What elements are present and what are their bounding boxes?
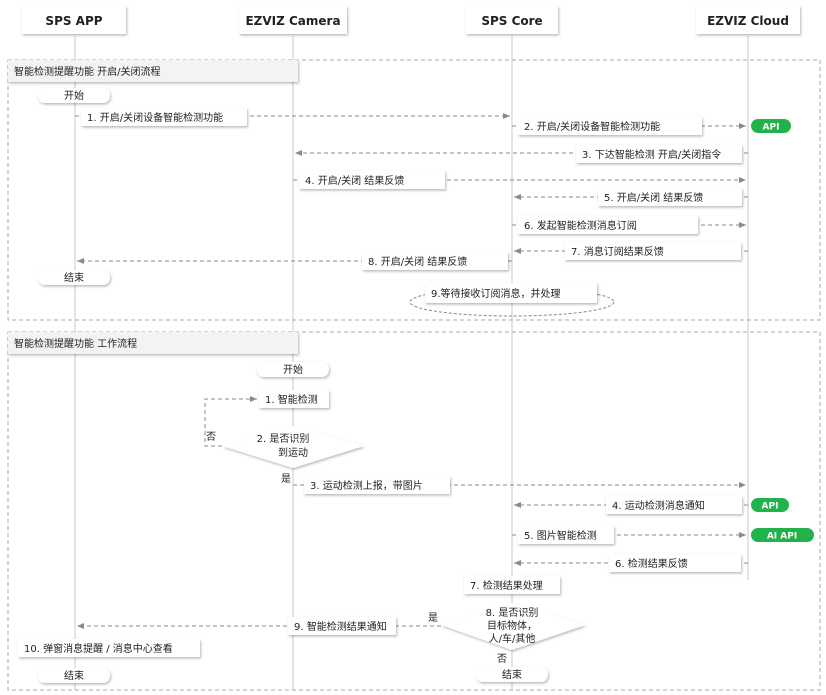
flow2-decision-motion: 2. 是否识别 到运动 xyxy=(222,426,364,468)
svg-text:开始: 开始 xyxy=(64,89,84,102)
flow2-yes-label: 是 xyxy=(281,473,291,485)
svg-text:目标物体，: 目标物体， xyxy=(487,619,537,632)
flow2-no-label: 否 xyxy=(206,431,216,443)
flow1-frame xyxy=(7,59,821,321)
flow1-wait-loop xyxy=(409,287,615,317)
flow2-step-5: 5. 图片智能检测 xyxy=(518,526,614,544)
participant-app: SPS APP xyxy=(22,6,126,34)
flow1-end: 结束 xyxy=(38,270,110,285)
flow2-no2-label: 否 xyxy=(497,653,507,665)
svg-text:6. 发起智能检测消息订阅: 6. 发起智能检测消息订阅 xyxy=(524,219,637,232)
svg-text:4. 运动检测消息通知: 4. 运动检测消息通知 xyxy=(612,499,705,512)
svg-text:结束: 结束 xyxy=(64,271,84,284)
flow1-title: 智能检测提醒功能 开启/关闭流程 xyxy=(8,60,298,82)
svg-text:API: API xyxy=(763,123,780,133)
svg-text:4. 开启/关闭 结果反馈: 4. 开启/关闭 结果反馈 xyxy=(305,174,404,187)
svg-text:7. 检测结果处理: 7. 检测结果处理 xyxy=(470,579,543,592)
flow1-step-5: 5. 开启/关闭 结果反馈 xyxy=(598,188,742,206)
svg-text:2. 是否识别: 2. 是否识别 xyxy=(257,433,310,445)
svg-text:9. 智能检测结果通知: 9. 智能检测结果通知 xyxy=(294,620,387,633)
svg-text:智能检测提醒功能 开启/关闭流程: 智能检测提醒功能 开启/关闭流程 xyxy=(14,65,161,78)
svg-text:7. 消息订阅结果反馈: 7. 消息订阅结果反馈 xyxy=(571,245,664,258)
flow2-end-core: 结束 xyxy=(476,667,548,682)
svg-text:EZVIZ Camera: EZVIZ Camera xyxy=(245,14,340,28)
flow2-end-app: 结束 xyxy=(38,668,110,683)
participant-camera: EZVIZ Camera xyxy=(239,6,347,34)
flow1-api-badge: API xyxy=(751,119,791,133)
svg-text:SPS Core: SPS Core xyxy=(481,14,542,28)
svg-text:EZVIZ Cloud: EZVIZ Cloud xyxy=(707,14,789,28)
flow2-step-9: 9. 智能检测结果通知 xyxy=(288,617,396,635)
participant-core: SPS Core xyxy=(466,6,558,34)
svg-text:5. 图片智能检测: 5. 图片智能检测 xyxy=(524,529,597,542)
flow2-start: 开始 xyxy=(257,362,329,377)
svg-text:智能检测提醒功能 工作流程: 智能检测提醒功能 工作流程 xyxy=(14,337,137,350)
svg-text:8. 开启/关闭 结果反馈: 8. 开启/关闭 结果反馈 xyxy=(368,255,467,268)
flow1-step-3: 3. 下达智能检测 开启/关闭指令 xyxy=(576,145,742,163)
svg-text:9.等待接收订阅消息，并处理: 9.等待接收订阅消息，并处理 xyxy=(431,287,561,300)
flow1-step-4: 4. 开启/关闭 结果反馈 xyxy=(299,171,445,189)
flow1-step-2: 2. 开启/关闭设备智能检测功能 xyxy=(518,117,702,135)
flow1-step-6: 6. 发起智能检测消息订阅 xyxy=(518,216,698,234)
svg-text:8. 是否识别: 8. 是否识别 xyxy=(486,607,539,619)
svg-text:3. 运动检测上报，带图片: 3. 运动检测上报，带图片 xyxy=(310,479,423,492)
svg-text:结束: 结束 xyxy=(502,668,522,681)
flow2-step-6: 6. 检测结果反馈 xyxy=(609,554,741,572)
svg-text:SPS APP: SPS APP xyxy=(45,14,102,28)
svg-text:2. 开启/关闭设备智能检测功能: 2. 开启/关闭设备智能检测功能 xyxy=(524,120,660,133)
svg-text:结束: 结束 xyxy=(64,669,84,682)
flow2-loop-no-arrow xyxy=(204,396,257,447)
flow2-step-3: 3. 运动检测上报，带图片 xyxy=(304,476,450,494)
svg-text:到运动: 到运动 xyxy=(278,447,308,459)
flow2-step-1: 1. 智能检测 xyxy=(259,390,329,408)
flow1-step-9: 9.等待接收订阅消息，并处理 xyxy=(425,283,597,303)
flow1-step-8: 8. 开启/关闭 结果反馈 xyxy=(362,252,508,270)
participant-cloud: EZVIZ Cloud xyxy=(696,6,800,34)
svg-text:1. 开启/关闭设备智能检测功能: 1. 开启/关闭设备智能检测功能 xyxy=(87,111,223,124)
flow1-start: 开始 xyxy=(38,88,110,103)
svg-text:5. 开启/关闭 结果反馈: 5. 开启/关闭 结果反馈 xyxy=(604,191,703,204)
svg-text:3. 下达智能检测 开启/关闭指令: 3. 下达智能检测 开启/关闭指令 xyxy=(582,148,721,161)
svg-text:AI API: AI API xyxy=(767,532,797,542)
flow2-yes2-label: 是 xyxy=(428,612,438,624)
flow2-api-badge: API xyxy=(751,498,789,512)
flow2-step-10: 10. 弹窗消息提醒 / 消息中心查看 xyxy=(18,639,200,657)
flow2-decision-target: 8. 是否识别 目标物体， 人/车/其他 xyxy=(441,603,585,650)
svg-text:API: API xyxy=(762,502,779,512)
svg-text:6. 检测结果反馈: 6. 检测结果反馈 xyxy=(615,557,688,570)
flow1-step-1: 1. 开启/关闭设备智能检测功能 xyxy=(81,108,247,126)
flow2-title: 智能检测提醒功能 工作流程 xyxy=(8,332,298,354)
flow2-step-4: 4. 运动检测消息通知 xyxy=(606,496,742,514)
svg-text:开始: 开始 xyxy=(283,363,303,376)
flow2-step-7: 7. 检测结果处理 xyxy=(464,576,560,594)
svg-text:1. 智能检测: 1. 智能检测 xyxy=(265,393,318,406)
flow2-ai-api-badge: AI API xyxy=(751,528,814,542)
flow1-step-7: 7. 消息订阅结果反馈 xyxy=(565,242,741,260)
flow2-frame xyxy=(7,331,821,691)
svg-text:人/车/其他: 人/车/其他 xyxy=(489,632,536,645)
svg-text:10. 弹窗消息提醒 / 消息中心查看: 10. 弹窗消息提醒 / 消息中心查看 xyxy=(24,642,173,655)
